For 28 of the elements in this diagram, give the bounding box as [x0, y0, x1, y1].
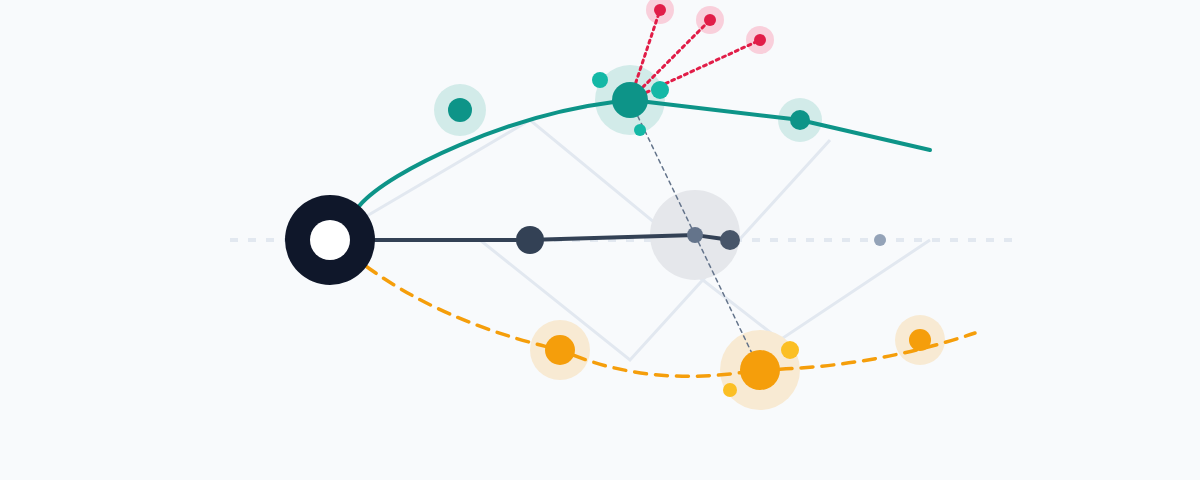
connector-line [807, 120, 932, 152]
connector-line [645, 100, 793, 121]
dot [545, 335, 575, 365]
dot [516, 226, 544, 254]
dot [909, 329, 931, 351]
hub-dot [612, 82, 648, 118]
dot [654, 4, 666, 16]
connector-line [357, 100, 615, 208]
dot [754, 34, 766, 46]
dot [448, 98, 472, 122]
connector-line [778, 331, 977, 371]
connector-line [364, 264, 548, 349]
connector-line [700, 234, 723, 241]
connector-line [373, 238, 518, 242]
dot [704, 14, 716, 26]
connector-line [644, 41, 757, 94]
dot [874, 234, 886, 246]
dot [687, 227, 703, 243]
connector-line [542, 233, 689, 242]
dot [790, 110, 810, 130]
connector-line [572, 353, 742, 378]
connector-line [641, 22, 708, 89]
ring-marker [285, 195, 375, 285]
connector-line [697, 241, 753, 353]
hub-dot [740, 350, 780, 390]
connector-line [637, 115, 693, 229]
connector-line [634, 14, 660, 85]
dot [720, 230, 740, 250]
